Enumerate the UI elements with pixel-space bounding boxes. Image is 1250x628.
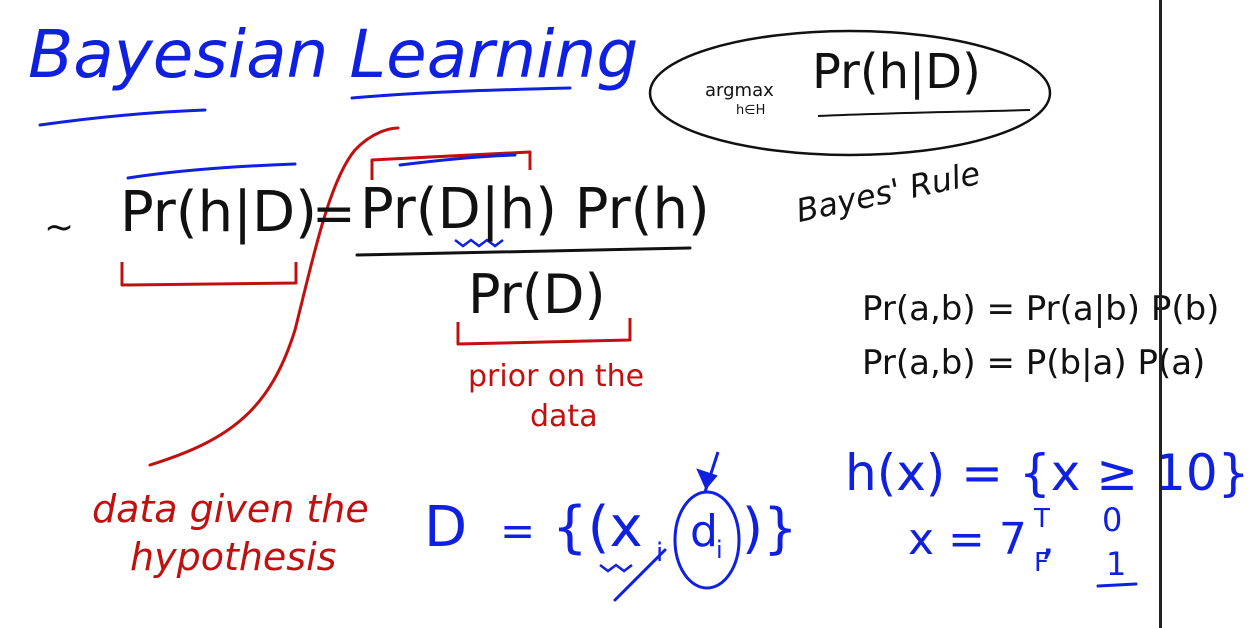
input-check <box>613 548 667 602</box>
dataset-open: {(x <box>552 495 643 560</box>
label-symbol: d <box>690 506 718 557</box>
whiteboard: Bayesian Learning argmax h∈H Pr(h|D) ~ P… <box>28 0 1250 628</box>
dataset-equals: = <box>500 506 536 555</box>
likelihood-squiggle <box>454 238 504 248</box>
lhs-bracket <box>120 262 298 287</box>
likelihood-note-line1: data given the <box>92 487 369 531</box>
hypothesis-definition: h(x) = {x ≥ 10} <box>845 444 1250 502</box>
posterior-expression: Pr(h|D) <box>120 180 317 245</box>
true-value: 0 <box>1102 501 1123 539</box>
false-label: F <box>1034 548 1049 578</box>
argmax-subscript: h∈H <box>736 103 766 118</box>
label-arrowhead <box>696 468 718 490</box>
false-value: 1 <box>1106 545 1127 583</box>
true-label: T <box>1034 504 1050 534</box>
prior-note-line2: data <box>530 399 598 434</box>
likelihood-arrow-curve <box>148 126 400 467</box>
dataset-close: )} <box>742 497 798 560</box>
likelihood-overline <box>398 153 517 167</box>
example-input: x = 7 , <box>908 514 1055 565</box>
label-circle <box>673 490 741 590</box>
dataset-symbol: D <box>424 495 468 560</box>
prior-note-line1: prior on the <box>468 359 645 394</box>
title-underline-2 <box>350 86 572 100</box>
argmax-label: argmax <box>705 80 774 101</box>
argmax-expression: Pr(h|D) <box>812 44 981 100</box>
denominator-expression: Pr(D) <box>468 263 606 326</box>
numerator-expression: Pr(D|h) Pr(h) <box>360 177 710 242</box>
false-value-underline <box>1096 582 1138 588</box>
frame-edge <box>1159 0 1162 628</box>
likelihood-bracket <box>370 150 532 180</box>
title-underline-1 <box>38 108 207 127</box>
tilde-symbol: ~ <box>44 207 75 248</box>
fraction-bar <box>355 246 692 257</box>
ink-strokes <box>38 29 1138 602</box>
likelihood-note-line2: hypothesis <box>130 535 337 579</box>
bayes-rule-line-2: Pr(a,b) = P(b|a) P(a) <box>862 343 1206 383</box>
argmax-underline <box>817 109 1031 117</box>
equals-sign: = <box>312 184 356 244</box>
input-squiggle <box>599 563 633 573</box>
page-title: Bayesian Learning <box>28 16 639 93</box>
prior-bracket <box>456 318 632 346</box>
argmax-ellipse <box>648 29 1052 157</box>
lhs-overline <box>126 162 297 180</box>
bayes-rule-line-1: Pr(a,b) = Pr(a|b) P(b) <box>862 289 1220 329</box>
label-subscript: i <box>716 536 723 564</box>
input-subscript: i <box>656 538 664 568</box>
